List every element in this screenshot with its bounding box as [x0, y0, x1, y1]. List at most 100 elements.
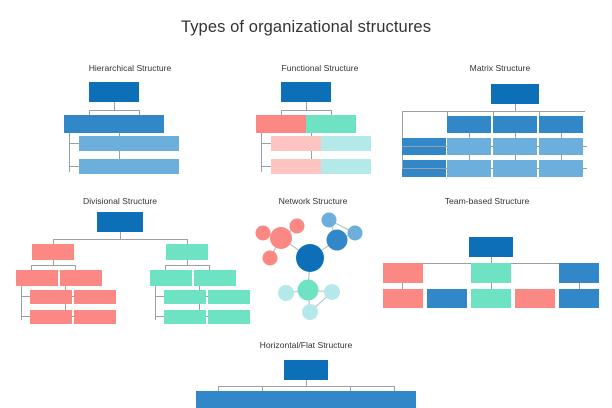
divisional-unit-node[interactable]	[16, 270, 58, 286]
connector-line	[402, 283, 403, 289]
connector-line	[306, 380, 307, 386]
connector-line	[69, 143, 79, 144]
hierarchical-branch-node[interactable]	[64, 115, 114, 133]
divisional-leaf-node[interactable]	[30, 290, 72, 304]
functional-title: Functional Structure	[281, 63, 359, 73]
flat-unit-node[interactable]	[284, 391, 328, 408]
divisional-division-node[interactable]	[32, 244, 74, 260]
network-node[interactable]	[270, 227, 292, 249]
team-member-node[interactable]	[559, 289, 599, 308]
connector-line	[306, 102, 307, 110]
matrix-cell[interactable]	[493, 138, 537, 155]
team-member-node[interactable]	[471, 289, 511, 308]
network-node[interactable]	[321, 212, 337, 228]
network-node[interactable]	[289, 218, 305, 234]
network-node[interactable]	[326, 229, 348, 251]
connector-line	[155, 286, 156, 320]
network-node[interactable]	[302, 304, 318, 320]
connector-line	[493, 111, 494, 116]
matrix-root-node[interactable]	[491, 84, 539, 104]
divisional-leaf-node[interactable]	[164, 310, 206, 324]
team-based-title: Team-based Structure	[444, 196, 530, 206]
hierarchical-leaf-node[interactable]	[79, 159, 129, 174]
connector-line	[165, 265, 166, 270]
network-node[interactable]	[255, 225, 271, 241]
divisional-unit-node[interactable]	[194, 270, 236, 286]
functional-branch-node[interactable]	[256, 115, 306, 133]
hierarchical-leaf-node[interactable]	[129, 159, 179, 174]
connector-line	[69, 166, 79, 167]
matrix-column-header[interactable]	[447, 116, 491, 133]
matrix-cell[interactable]	[539, 138, 583, 155]
team-node[interactable]	[471, 263, 511, 283]
matrix-column-header[interactable]	[539, 116, 583, 133]
flat-root-node[interactable]	[284, 360, 328, 380]
functional-leaf-node[interactable]	[271, 136, 321, 151]
connector-line	[119, 133, 120, 172]
divisional-leaf-node[interactable]	[74, 310, 116, 324]
team-member-node[interactable]	[515, 289, 555, 308]
flat-unit-node[interactable]	[372, 391, 416, 408]
hierarchical-branch-node[interactable]	[114, 115, 164, 133]
team-root-node[interactable]	[469, 237, 513, 257]
functional-leaf-node[interactable]	[321, 136, 371, 151]
connector-line	[31, 265, 32, 270]
divisional-root-node[interactable]	[97, 212, 143, 232]
network-hub-node[interactable]	[296, 244, 324, 272]
connector-line	[21, 316, 30, 317]
divisional-unit-node[interactable]	[150, 270, 192, 286]
matrix-cell[interactable]	[447, 160, 491, 177]
divisional-unit-node[interactable]	[60, 270, 102, 286]
connector-line	[21, 296, 30, 297]
functional-leaf-node[interactable]	[321, 159, 371, 174]
divisional-division-node[interactable]	[166, 244, 208, 260]
matrix-title: Matrix Structure	[469, 63, 531, 73]
connector-line	[579, 283, 580, 289]
divisional-leaf-node[interactable]	[208, 310, 250, 324]
connector-line	[394, 386, 395, 391]
divisional-leaf-node[interactable]	[208, 290, 250, 304]
hierarchical-leaf-node[interactable]	[79, 136, 129, 151]
team-member-node[interactable]	[427, 289, 467, 308]
network-node[interactable]	[262, 250, 278, 266]
network-graph	[255, 212, 363, 320]
network-node[interactable]	[297, 279, 319, 301]
connector-line	[89, 110, 90, 115]
matrix-cell[interactable]	[539, 160, 583, 177]
matrix-cell[interactable]	[447, 138, 491, 155]
network-title: Network Structure	[278, 196, 348, 206]
divisional-title: Divisional Structure	[82, 196, 158, 206]
connector-line	[402, 157, 403, 168]
connector-line	[261, 143, 271, 144]
connector-line	[218, 386, 219, 391]
network-node[interactable]	[347, 225, 363, 241]
functional-leaf-node[interactable]	[271, 159, 321, 174]
connector-line	[350, 386, 351, 391]
horizontal-flat-title: Horizontal/Flat Structure	[259, 340, 353, 350]
network-node[interactable]	[278, 285, 294, 301]
connector-line	[491, 257, 492, 263]
connector-line	[515, 104, 516, 111]
divisional-leaf-node[interactable]	[30, 310, 72, 324]
flat-unit-node[interactable]	[240, 391, 284, 408]
functional-root-node[interactable]	[281, 82, 331, 102]
flat-unit-node[interactable]	[196, 391, 240, 408]
divisional-leaf-node[interactable]	[74, 290, 116, 304]
connector-line	[165, 265, 209, 266]
team-node[interactable]	[559, 263, 599, 283]
matrix-cell[interactable]	[493, 160, 537, 177]
team-member-node[interactable]	[383, 289, 423, 308]
network-node[interactable]	[324, 284, 340, 300]
hierarchical-leaf-node[interactable]	[129, 136, 179, 151]
divisional-leaf-node[interactable]	[164, 290, 206, 304]
connector-line	[187, 260, 188, 265]
matrix-column-header[interactable]	[493, 116, 537, 133]
flat-unit-node[interactable]	[328, 391, 372, 408]
hierarchical-root-node[interactable]	[89, 82, 139, 102]
team-node[interactable]	[383, 263, 423, 283]
functional-branch-node[interactable]	[306, 115, 356, 133]
connector-line	[491, 283, 492, 289]
connector-line	[281, 110, 282, 115]
connector-line	[155, 296, 164, 297]
